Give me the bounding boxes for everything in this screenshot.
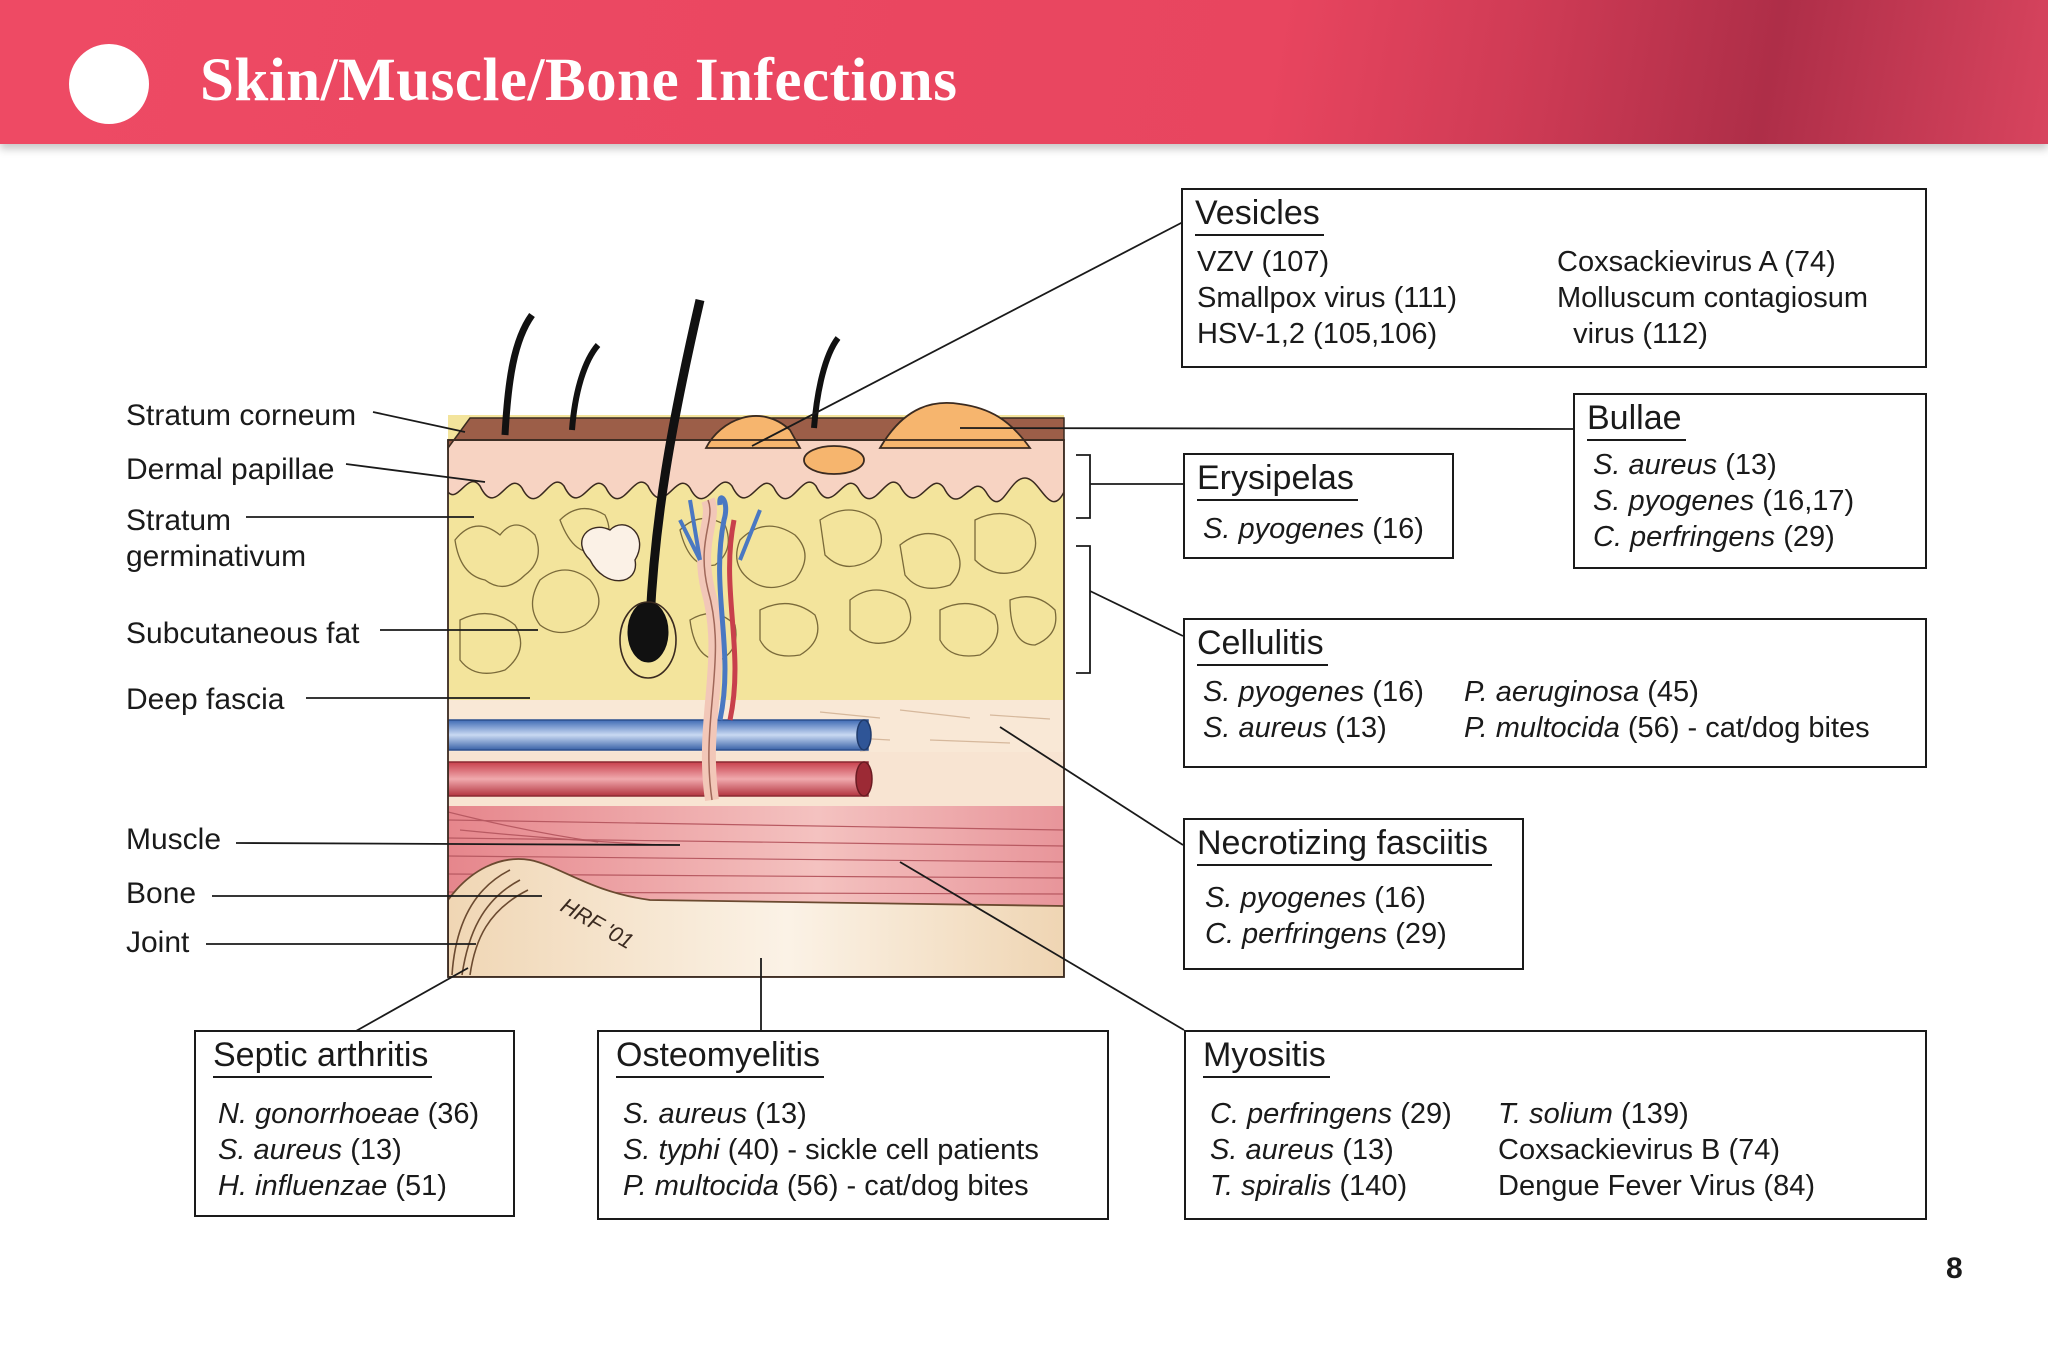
label-dermal-papillae: Dermal papillae [126,453,335,486]
hairs [501,298,841,679]
septic-arthritis-box: Septic arthritis N. gonorrhoeae (36) S. … [194,1030,515,1217]
myositis-item: T. solium (139) [1498,1098,1689,1130]
bone-layer [448,858,1064,977]
vesicles-item: Molluscum contagiosum [1557,282,1869,314]
vesicles-box: Vesicles VZV (107) Smallpox virus (111) … [1181,188,1927,368]
label-subcutaneous-fat: Subcutaneous fat [126,617,360,650]
cellulitis-title: Cellulitis [1197,622,1328,666]
cellulitis-item: P. aeruginosa (45) [1464,676,1699,708]
vesicles-item: HSV-1,2 (105,106) [1197,318,1438,350]
epidermis-layer [448,439,1064,503]
vesicles-item: Coxsackievirus A (74) [1557,246,1836,278]
cellulitis-item: S. pyogenes (16) [1203,676,1424,708]
vesicles-item: Smallpox virus (111) [1197,282,1458,314]
banner-circle-icon [69,44,149,124]
cellulitis-item: S. aureus (13) [1203,712,1387,744]
leader-lines [206,221,1576,1032]
bullae-item: S. aureus (13) [1593,449,1777,481]
label-bone: Bone [126,877,197,910]
vesicles-item: virus (112) [1557,318,1708,350]
bullae-box: Bullae S. aureus (13) S. pyogenes (16,17… [1573,393,1927,569]
page-title: Skin/Muscle/Bone Infections [200,47,958,114]
erysipelas-item: S. pyogenes (16) [1203,513,1424,545]
necrotizing-fasciitis-box: Necrotizing fasciitis S. pyogenes (16) C… [1183,818,1524,970]
necrotizing-item: S. pyogenes (16) [1205,882,1426,914]
artist-signature: HRF '01 [557,893,638,954]
myositis-item: C. perfringens (29) [1210,1098,1452,1130]
vesicles-title: Vesicles [1195,192,1324,236]
myositis-item: Coxsackievirus B (74) [1498,1134,1781,1166]
svg-text:HRF '01: HRF '01 [557,893,638,954]
bullae-title: Bullae [1587,397,1686,441]
septic-item: N. gonorrhoeae (36) [218,1098,480,1130]
label-stratum-germinativum-2: germinativum [126,540,307,573]
label-deep-fascia: Deep fascia [126,683,285,716]
vesicles-item: VZV (107) [1197,246,1330,278]
erysipelas-title: Erysipelas [1197,457,1358,501]
vein [448,719,869,751]
myositis-title: Myositis [1203,1034,1330,1078]
myositis-item: S. aureus (13) [1210,1134,1394,1166]
label-muscle: Muscle [126,823,222,856]
myositis-item: T. spiralis (140) [1210,1170,1408,1202]
septic-arthritis-title: Septic arthritis [213,1034,433,1078]
fat-lobules [454,508,1057,674]
osteomyelitis-box: Osteomyelitis S. aureus (13) S. typhi (4… [597,1030,1109,1220]
page-number: 8 [1946,1252,1963,1285]
label-stratum-germinativum-1: Stratum [126,504,232,537]
myositis-box: Myositis C. perfringens (29) S. aureus (… [1184,1030,1927,1220]
septic-item: S. aureus (13) [218,1134,402,1166]
artery [448,761,869,797]
osteomyelitis-item: P. multocida (56) - cat/dog bites [623,1170,1029,1202]
osteomyelitis-title: Osteomyelitis [616,1034,825,1078]
sebaceous-gland [581,524,641,582]
necrotizing-item: C. perfringens (29) [1205,918,1447,950]
osteomyelitis-item: S. aureus (13) [623,1098,807,1130]
header-banner: Skin/Muscle/Bone Infections [0,0,2048,144]
label-stratum-corneum: Stratum corneum [126,399,357,432]
label-joint: Joint [126,926,190,959]
septic-item: H. influenzae (51) [218,1170,447,1202]
bullae-item: S. pyogenes (16,17) [1593,485,1855,517]
bulla [878,401,1032,449]
cellulitis-item: P. multocida (56) - cat/dog bites [1464,712,1870,744]
osteomyelitis-item: S. typhi (40) - sickle cell patients [623,1134,1039,1166]
necrotizing-fasciitis-title: Necrotizing fasciitis [1197,822,1492,866]
erysipelas-box: Erysipelas S. pyogenes (16) [1183,453,1454,559]
bullae-item: C. perfringens (29) [1593,521,1835,553]
myositis-item: Dengue Fever Virus (84) [1498,1170,1816,1202]
cellulitis-box: Cellulitis S. pyogenes (16) S. aureus (1… [1183,618,1927,768]
